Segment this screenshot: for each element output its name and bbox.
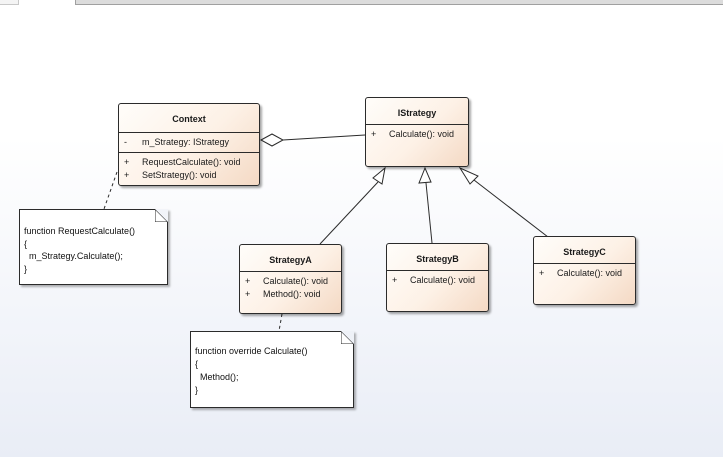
class-strategy-b[interactable]: StrategyB + Calculate(): void	[386, 243, 489, 312]
compartment-divider	[366, 124, 468, 125]
attribute-text: m_Strategy: IStrategy	[142, 137, 230, 147]
class-strategy-c[interactable]: StrategyC + Calculate(): void	[533, 236, 636, 305]
note-anchor-strategy-a	[278, 313, 283, 332]
note-anchor-context	[103, 171, 118, 210]
note-fold-corner	[155, 209, 168, 222]
generalization-arrow-a	[372, 166, 386, 185]
generalization-arrow-b	[418, 166, 432, 184]
class-name: Context	[172, 114, 206, 124]
note-line: function override Calculate()	[195, 346, 308, 356]
operation-row[interactable]: + Method(): void	[245, 289, 321, 299]
operation-row[interactable]: + Calculate(): void	[539, 268, 622, 278]
note-context[interactable]: function RequestCalculate() { m_Strategy…	[19, 209, 168, 285]
visibility-marker: +	[539, 268, 545, 278]
note-strategy-a[interactable]: function override Calculate() { Method()…	[190, 331, 354, 408]
operation-text: Method(): void	[263, 289, 321, 299]
class-name: IStrategy	[397, 108, 437, 118]
compartment-divider	[387, 270, 488, 271]
note-fold-corner	[341, 331, 354, 344]
compartment-divider	[119, 132, 259, 133]
note-line: {	[24, 239, 28, 249]
operation-text: RequestCalculate(): void	[142, 157, 241, 167]
operation-text: Calculate(): void	[389, 129, 455, 139]
generalization-line-a	[319, 181, 379, 245]
operation-row[interactable]: + Calculate(): void	[371, 129, 454, 139]
generalization-line-b	[425, 182, 433, 244]
class-name: StrategyB	[416, 254, 459, 264]
class-name: StrategyC	[563, 247, 606, 257]
visibility-marker: +	[124, 170, 130, 180]
note-line: m_Strategy.Calculate();	[24, 251, 123, 261]
visibility-marker: +	[392, 275, 398, 285]
generalization-line-c	[473, 179, 549, 238]
visibility-marker: +	[371, 129, 377, 139]
operation-row[interactable]: + Calculate(): void	[245, 276, 328, 286]
note-line: function RequestCalculate()	[24, 226, 136, 236]
compartment-divider	[119, 152, 259, 153]
operation-row[interactable]: + Calculate(): void	[392, 275, 475, 285]
attribute-row[interactable]: - m_Strategy: IStrategy	[124, 137, 229, 147]
class-name: StrategyA	[269, 255, 312, 265]
visibility-marker: +	[245, 276, 251, 286]
operation-row[interactable]: + RequestCalculate(): void	[124, 157, 241, 167]
interface-istrategy[interactable]: IStrategy + Calculate(): void	[365, 97, 469, 167]
tab-active[interactable]	[75, 0, 723, 5]
operation-text: Calculate(): void	[263, 276, 329, 286]
diagram-tab-strip	[0, 0, 723, 6]
note-line: Method();	[195, 372, 239, 382]
class-strategy-a[interactable]: StrategyA + Calculate(): void + Method(): …	[239, 244, 342, 314]
tab-inactive[interactable]	[0, 0, 19, 5]
visibility-marker: +	[245, 289, 251, 299]
aggregation-line	[282, 134, 366, 141]
operation-text: Calculate(): void	[410, 275, 476, 285]
visibility-marker: +	[124, 157, 130, 167]
compartment-divider	[240, 271, 341, 272]
operation-text: SetStrategy(): void	[142, 170, 217, 180]
note-line: }	[195, 385, 199, 395]
aggregation-diamond	[259, 133, 285, 147]
generalization-arrow-c	[458, 166, 479, 185]
note-line: }	[24, 264, 28, 274]
class-context[interactable]: Context - m_Strategy: IStrategy + RequestC…	[118, 103, 260, 186]
visibility-marker: -	[124, 137, 127, 147]
operation-text: Calculate(): void	[557, 268, 623, 278]
note-line: {	[195, 359, 199, 369]
compartment-divider	[534, 263, 635, 264]
operation-row[interactable]: + SetStrategy(): void	[124, 170, 217, 180]
